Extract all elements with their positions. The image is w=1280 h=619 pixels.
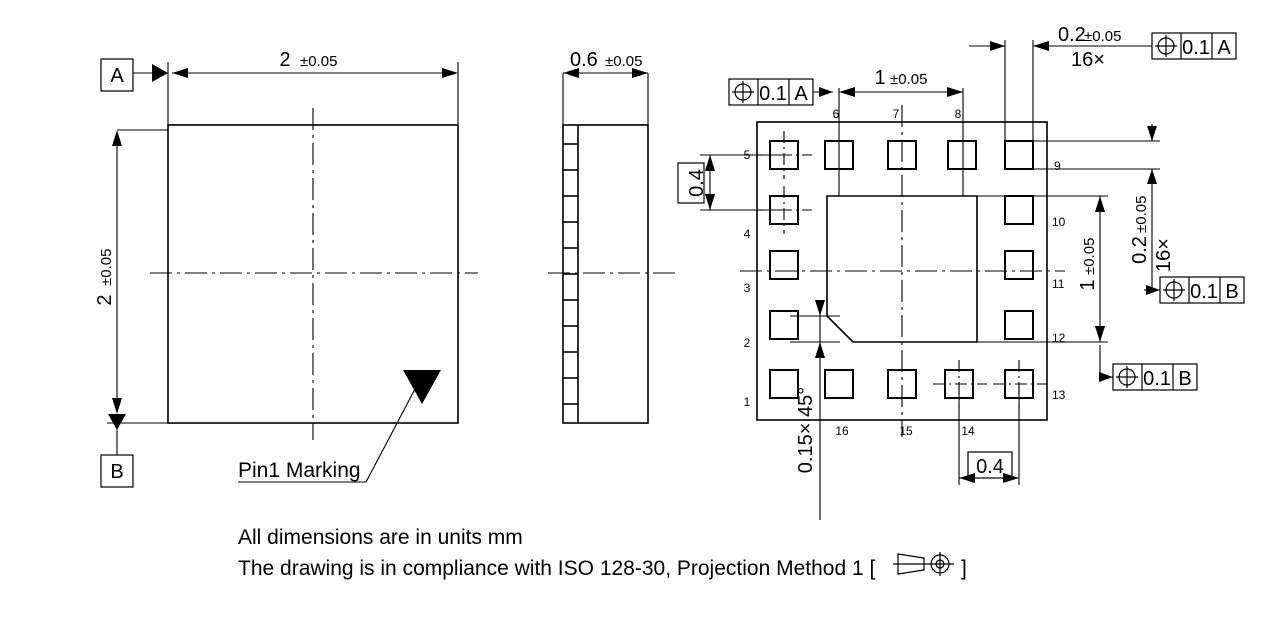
pin-label-14: 14	[961, 424, 975, 438]
gdt-right-lower-datum: B	[1178, 368, 1191, 390]
bottom-span-v-value: 1	[1077, 279, 1099, 290]
pad-height-dimension: 0.2 ±0.05 16×	[1033, 124, 1175, 290]
chamfer-value: 0.15× 45°	[795, 387, 817, 473]
pad-2	[769, 310, 799, 340]
bottom-span-horizontal-dimension: 1 ±0.05	[838, 67, 964, 196]
note-standard-suffix: ]	[961, 557, 967, 580]
pin-label-4: 4	[744, 227, 751, 241]
pin-label-11: 11	[1052, 277, 1065, 291]
gdt-top-left-tol: 0.1	[759, 83, 787, 105]
pin-label-12: 12	[1052, 331, 1066, 345]
pin-label-16: 16	[835, 424, 849, 438]
gdt-right-upper-frame: 0.1 B	[1144, 276, 1245, 304]
top-width-value: 2	[279, 49, 290, 71]
pin-label-6: 6	[833, 107, 840, 121]
position-symbol	[732, 81, 754, 103]
note-standard: The drawing is in compliance with ISO 12…	[238, 557, 875, 580]
position-symbol	[1163, 279, 1185, 301]
pads-left-column	[758, 131, 812, 399]
gdt-top-left-frame: 0.1 A	[728, 78, 833, 106]
side-view-thickness-dimension: 0.6 ±0.05	[562, 49, 649, 126]
position-symbol	[1155, 35, 1177, 57]
pin-label-1: 1	[744, 395, 751, 409]
pad-12	[1004, 310, 1034, 340]
pin-label-10: 10	[1052, 215, 1066, 229]
pad-10	[1004, 195, 1034, 225]
datum-a-triangle	[152, 64, 168, 82]
pitch-vertical-dimension: 0.4	[677, 154, 784, 211]
pads-top-row	[824, 140, 1034, 170]
side-thickness-tol: ±0.05	[605, 53, 642, 70]
pin-number-labels: 5 4 3 2 1 6 7 8 9 10 11 12 13 16 15 14	[744, 107, 1066, 438]
pin-label-9: 9	[1054, 159, 1061, 173]
pad-width-dimension: 0.2 ±0.05 16×	[969, 24, 1152, 169]
datum-b-triangle	[108, 414, 126, 430]
top-width-tol: ±0.05	[300, 53, 337, 70]
gdt-top-left-datum: A	[794, 83, 808, 105]
gdt-right-upper-tol: 0.1	[1190, 281, 1218, 303]
side-view-group: 0.6 ±0.05	[548, 49, 678, 424]
bottom-span-v-tol: ±0.05	[1081, 238, 1098, 275]
pad-width-tol: ±0.05	[1084, 28, 1121, 45]
top-height-value: 2	[94, 294, 116, 305]
pitch-horizontal-dimension: 0.4	[958, 384, 1020, 485]
pad-height-count: 16×	[1153, 238, 1175, 272]
top-view-height-dimension: 2 ±0.05	[94, 129, 168, 414]
bottom-view-group: 5 4 3 2 1 6 7 8 9 10 11 12 13 16 15 14	[677, 24, 1245, 520]
position-symbol	[1116, 366, 1138, 388]
pad-height-value: 0.2	[1129, 236, 1151, 264]
pin-label-13: 13	[1052, 388, 1066, 402]
pad-3	[769, 250, 799, 280]
gdt-top-right-tol: 0.1	[1182, 37, 1210, 59]
top-height-tol: ±0.05	[98, 249, 115, 286]
pin-label-8: 8	[955, 107, 962, 121]
bottom-span-h-tol: ±0.05	[890, 71, 927, 88]
pitch-horizontal-value: 0.4	[976, 456, 1004, 478]
pin1-marking-triangle	[403, 370, 441, 404]
chamfer-annotation: 0.15× 45°	[790, 300, 840, 520]
pad-16	[824, 369, 854, 399]
thermal-pad-outline	[826, 195, 978, 343]
datum-a-label: A	[110, 65, 124, 87]
gdt-top-right-frame: 0.1 A	[1151, 32, 1237, 60]
side-view-lead-divisions	[563, 143, 578, 405]
pad-1	[769, 369, 799, 399]
pad-9	[1004, 140, 1034, 170]
pin1-marking-label: Pin1 Marking	[238, 459, 361, 482]
pin-label-7: 7	[893, 107, 900, 121]
pad-8	[947, 140, 977, 170]
gdt-right-lower-frame: 0.1 B	[1099, 345, 1198, 391]
datum-b-marker: B	[100, 414, 168, 488]
gdt-top-right-datum: A	[1217, 37, 1231, 59]
pad-11	[1004, 250, 1034, 280]
drawing-notes: All dimensions are in units mm The drawi…	[238, 526, 967, 580]
datum-a-marker: A	[100, 58, 169, 126]
side-thickness-value: 0.6	[570, 49, 598, 71]
pad-height-tol: ±0.05	[1133, 196, 1150, 233]
gdt-right-lower-tol: 0.1	[1143, 368, 1171, 390]
top-view-group: A B 2 ±0.05 2	[94, 49, 478, 488]
pin-label-15: 15	[899, 424, 913, 438]
top-view-width-dimension: 2 ±0.05	[172, 49, 459, 126]
first-angle-projection-symbol	[893, 552, 954, 576]
bottom-span-h-value: 1	[874, 67, 885, 89]
pitch-vertical-value: 0.4	[686, 169, 708, 197]
datum-b-label: B	[110, 461, 123, 483]
pad-15	[887, 369, 917, 399]
pad-width-value: 0.2	[1058, 24, 1086, 46]
gdt-right-upper-datum: B	[1225, 281, 1238, 303]
note-units: All dimensions are in units mm	[238, 526, 523, 549]
pin-label-3: 3	[744, 281, 751, 295]
pin-label-2: 2	[744, 336, 751, 350]
bottom-span-vertical-dimension: 1 ±0.05	[977, 195, 1108, 343]
pin1-marking-annotation: Pin1 Marking	[238, 370, 441, 483]
pad-7	[887, 140, 917, 170]
pad-width-count: 16×	[1071, 49, 1105, 71]
